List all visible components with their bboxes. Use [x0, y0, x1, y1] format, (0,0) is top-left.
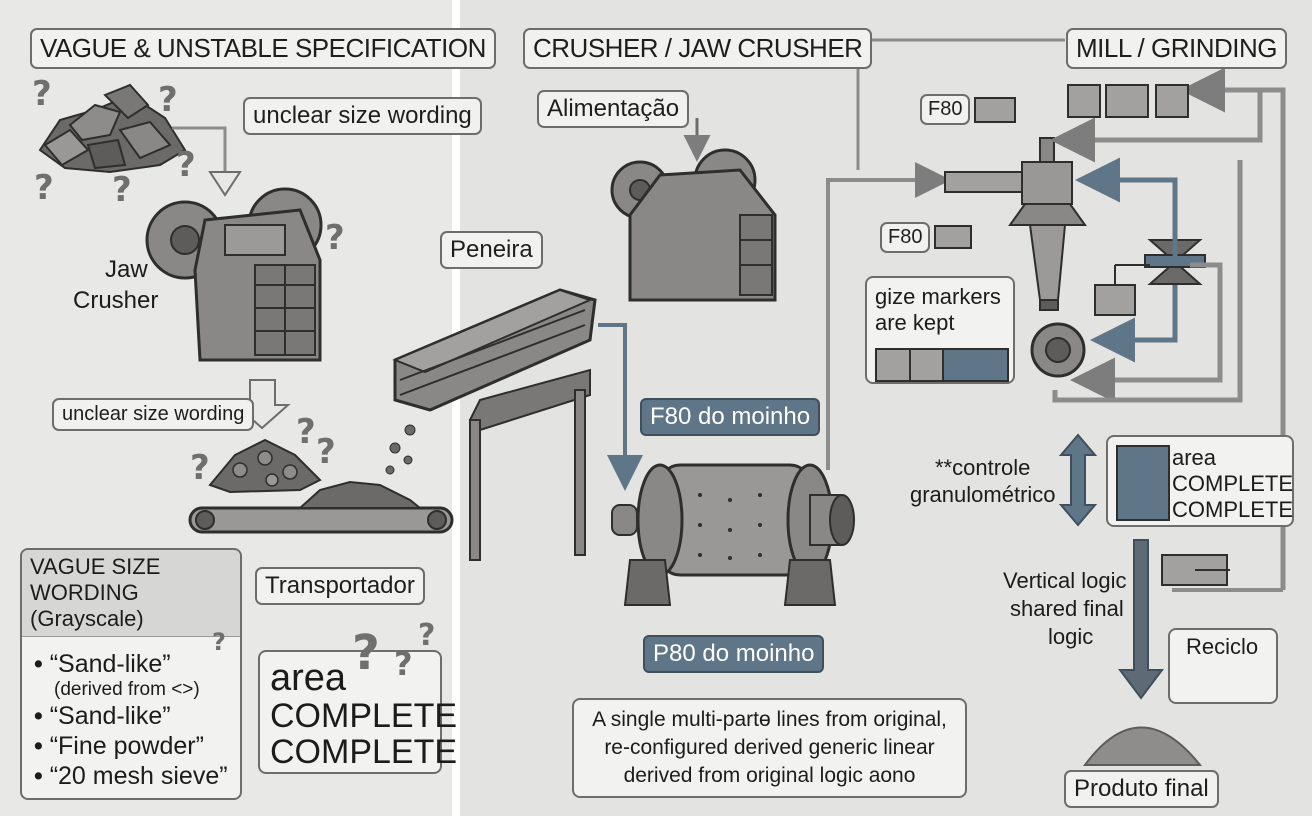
question-mark-icon: ? — [418, 618, 436, 653]
crusher-label: Crusher — [73, 287, 159, 314]
note-line: A single multi-partɵ lines from original… — [592, 708, 947, 731]
list-item-note: (derived from <>) — [54, 679, 200, 700]
grey-loop-line-2 — [1052, 160, 1243, 403]
f80-arrow — [598, 323, 643, 491]
p80-label: P80 do moinho — [643, 635, 825, 673]
list-item: “20 mesh sieve” — [34, 761, 230, 791]
vertical-logic-text: Vertical logic — [1003, 568, 1127, 593]
list-item: “Fine powder” — [34, 731, 230, 761]
mill-to-cyclone-line — [826, 162, 951, 470]
vague-box-subtitle: (Grayscale) — [30, 606, 144, 631]
unclear-size-label-2: unclear size wording — [52, 398, 255, 431]
jaw-crusher-icon — [145, 187, 323, 362]
gize-bar — [875, 348, 1009, 382]
vague-size-list: “Sand-like” (derived from <>) “Sand-like… — [22, 637, 240, 791]
list-item: “Sand-like” — [34, 701, 230, 731]
product-label: Produto final — [1064, 770, 1219, 808]
question-mark-icon: ? — [158, 80, 178, 120]
question-mark-icon: ? — [190, 448, 210, 488]
question-mark-icon: ? — [394, 645, 413, 683]
transport-label: Transportador — [255, 567, 425, 605]
question-mark-icon: ? — [212, 628, 226, 656]
panel-divider — [452, 0, 460, 816]
product-arrow — [1118, 539, 1164, 700]
ball-mill-icon — [611, 463, 855, 606]
blue-loop-line — [1075, 157, 1178, 260]
vague-box-title: VAGUE SIZE WORDING — [30, 554, 161, 605]
pump-icon — [1030, 322, 1086, 378]
gize-text: are kept — [875, 310, 955, 335]
f80-label: F80 do moinho — [640, 398, 821, 436]
control-double-arrow — [1058, 433, 1098, 527]
complete-text: COMPLETE — [1172, 497, 1294, 522]
vertical-logic-text-3: logic — [1048, 624, 1094, 649]
recycle-box: Reciclo — [1168, 628, 1278, 704]
document-icon — [1116, 445, 1170, 521]
gize-text: gize markers — [875, 284, 1001, 309]
question-mark-icon: ? — [32, 74, 52, 114]
vertical-logic-text-2: shared final — [1010, 596, 1124, 621]
product-pile-icon — [1083, 726, 1203, 766]
question-mark-icon: ? — [352, 625, 380, 681]
area-complete-box: area COMPLETE COMPLETE — [258, 650, 458, 774]
area-text: area — [270, 657, 347, 699]
unclear-size-label: unclear size wording — [243, 97, 482, 135]
complete-text: COMPLETE — [270, 733, 458, 771]
question-mark-icon: ? — [112, 170, 132, 210]
question-mark-icon: ? — [34, 168, 54, 208]
jaw-crusher-icon — [610, 148, 777, 302]
mill-block-icons — [1067, 84, 1189, 316]
ore-pile-icon — [38, 83, 187, 174]
right-title: MILL / GRINDING — [1066, 28, 1288, 69]
note-line: re-configured derived generic linear — [604, 736, 935, 759]
f80-tag-2: F80 — [880, 222, 931, 253]
question-mark-icon: ? — [176, 145, 196, 185]
list-item: “Sand-like” — [34, 649, 230, 679]
grey-loop-line — [1070, 262, 1223, 403]
recycle-return-line — [1180, 67, 1286, 590]
control-label-2: granulométrico — [910, 482, 1056, 507]
note-line: derived from original logic aono — [623, 764, 916, 787]
hydrocyclone-icon — [944, 137, 1087, 311]
blue-loop-line-2 — [1090, 285, 1178, 363]
f80-tag: F80 — [920, 94, 971, 125]
question-mark-icon: ? — [325, 218, 345, 258]
middle-title: CRUSHER / JAW CRUSHER — [523, 28, 873, 69]
jaw-label: Jaw — [105, 256, 148, 283]
screen-label: Peneira — [440, 231, 543, 269]
grey-return-line — [1050, 90, 1263, 163]
question-mark-icon: ? — [296, 412, 316, 452]
crushed-pile-icon — [208, 438, 322, 494]
left-title: VAGUE & UNSTABLE SPECIFICATION — [30, 28, 496, 69]
feed-label: Alimentação — [537, 90, 690, 128]
feed-arrowhead — [208, 171, 242, 197]
note-box: A single multi-partɵ lines from original… — [572, 698, 967, 798]
feed-arrow — [172, 126, 227, 175]
vibrating-screen-icon — [385, 288, 597, 561]
vague-size-box: VAGUE SIZE WORDING (Grayscale) “Sand-lik… — [20, 548, 242, 800]
control-label: **controle — [935, 455, 1031, 480]
area-text: area — [1172, 445, 1217, 470]
question-mark-icon: ? — [316, 432, 336, 472]
conveyor-icon — [188, 480, 454, 534]
complete-text: COMPLETE — [1172, 471, 1294, 496]
recycle-label: Reciclo — [1186, 634, 1259, 659]
gize-box: gize markers are kept — [865, 276, 1015, 384]
complete-text: COMPLETE — [270, 697, 458, 735]
area-complete-box-right: area COMPLETE COMPLETE — [1106, 435, 1294, 527]
